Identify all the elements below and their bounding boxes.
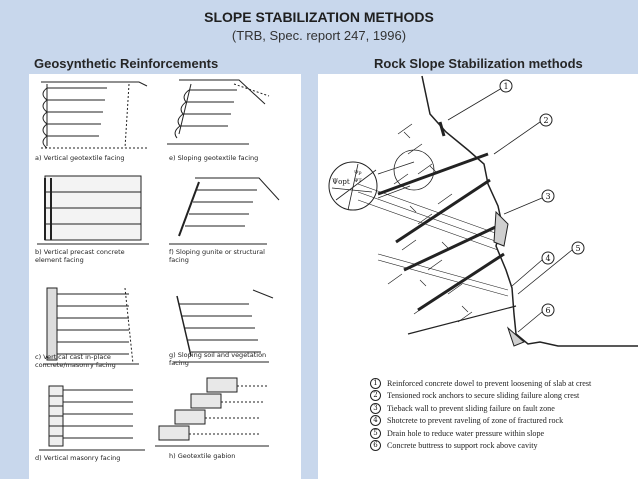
callout-4: 4 xyxy=(545,254,550,263)
callout-2: 2 xyxy=(543,116,548,125)
sketch-g-soil-vegetation xyxy=(173,289,274,363)
caption-g: g) Sloping soil and vegetation facing xyxy=(169,351,267,367)
psi-p-label: Ψp xyxy=(354,170,362,176)
callout-circles xyxy=(499,79,585,317)
rock-slope-sketch: 1 2 3 4 5 6 Ψopt Ψp ΨT xyxy=(328,75,638,347)
psi-t-label: ΨT xyxy=(354,178,362,184)
detail-circle xyxy=(328,161,378,211)
slide-title: SLOPE STABILIZATION METHODS xyxy=(204,9,434,25)
legend-text: Tensioned rock anchors to secure sliding… xyxy=(387,391,580,401)
geosynthetic-figure-panel: a) Vertical geotextile facing e) Sloping… xyxy=(29,74,301,479)
sketch-h-gabion xyxy=(155,377,269,447)
caption-h: h) Geotextile gabion xyxy=(169,452,236,460)
stabilization-legend: 1 Reinforced concrete dowel to prevent l… xyxy=(370,377,632,452)
legend-text: Tieback wall to prevent sliding failure … xyxy=(387,403,555,413)
legend-text: Concrete buttress to support rock above … xyxy=(387,441,538,451)
caption-e: e) Sloping geotextile facing xyxy=(169,154,259,162)
callout-1: 1 xyxy=(503,82,508,91)
legend-item: 4 Shotcrete to prevent raveling of zone … xyxy=(370,415,632,428)
legend-item: 6 Concrete buttress to support rock abov… xyxy=(370,440,632,453)
geosynthetic-heading: Geosynthetic Reinforcements xyxy=(34,56,219,71)
legend-number: 6 xyxy=(370,440,381,452)
legend-number: 3 xyxy=(370,402,381,414)
caption-b: b) Vertical precast concrete element fac… xyxy=(35,248,125,264)
legend-text: Drain hole to reduce water pressure with… xyxy=(387,428,545,438)
rock-slope-figure-panel: 1 2 3 4 5 6 Ψopt Ψp ΨT 1 Reinforced conc… xyxy=(318,74,638,479)
legend-text: Reinforced concrete dowel to prevent loo… xyxy=(387,378,592,388)
sketch-a-vertical-geotextile xyxy=(41,81,149,149)
legend-item: 2 Tensioned rock anchors to secure slidi… xyxy=(370,390,632,403)
legend-item: 3 Tieback wall to prevent sliding failur… xyxy=(370,402,632,415)
psi-opt-label: Ψopt xyxy=(332,178,350,186)
callout-6: 6 xyxy=(545,306,550,315)
rock-slope-heading: Rock Slope Stabilization methods xyxy=(374,56,583,71)
caption-c: c) Vertical cast in-place concrete/mason… xyxy=(35,353,116,369)
rock-anchors xyxy=(377,152,505,312)
sketch-e-sloping-geotextile xyxy=(167,79,270,145)
callout-leaders xyxy=(447,87,573,333)
caption-f: f) Sloping gunite or structural facing xyxy=(169,248,265,264)
caption-d: d) Vertical masonry facing xyxy=(35,454,121,462)
sketch-b-precast-concrete xyxy=(37,175,149,245)
callout-numbers: 1 2 3 4 5 6 xyxy=(503,82,580,315)
crest-dowel xyxy=(438,121,446,137)
sketch-f-sloping-gunite xyxy=(169,177,280,245)
drain-hole xyxy=(407,305,517,335)
callout-3: 3 xyxy=(545,192,550,201)
legend-number: 4 xyxy=(370,415,381,427)
legend-item: 5 Drain hole to reduce water pressure wi… xyxy=(370,427,632,440)
sketch-c-cast-in-place xyxy=(43,287,139,365)
legend-number: 2 xyxy=(370,390,381,402)
legend-number: 5 xyxy=(370,427,381,439)
legend-text: Shotcrete to prevent raveling of zone of… xyxy=(387,416,564,426)
legend-number: 1 xyxy=(370,377,381,389)
callout-5: 5 xyxy=(575,244,580,253)
slide-subtitle: (TRB, Spec. report 247, 1996) xyxy=(231,28,407,43)
legend-item: 1 Reinforced concrete dowel to prevent l… xyxy=(370,377,632,390)
caption-a: a) Vertical geotextile facing xyxy=(35,154,125,162)
geosynthetic-sketches xyxy=(37,79,280,451)
slope-profile xyxy=(421,75,638,347)
sketch-d-masonry xyxy=(39,385,145,451)
